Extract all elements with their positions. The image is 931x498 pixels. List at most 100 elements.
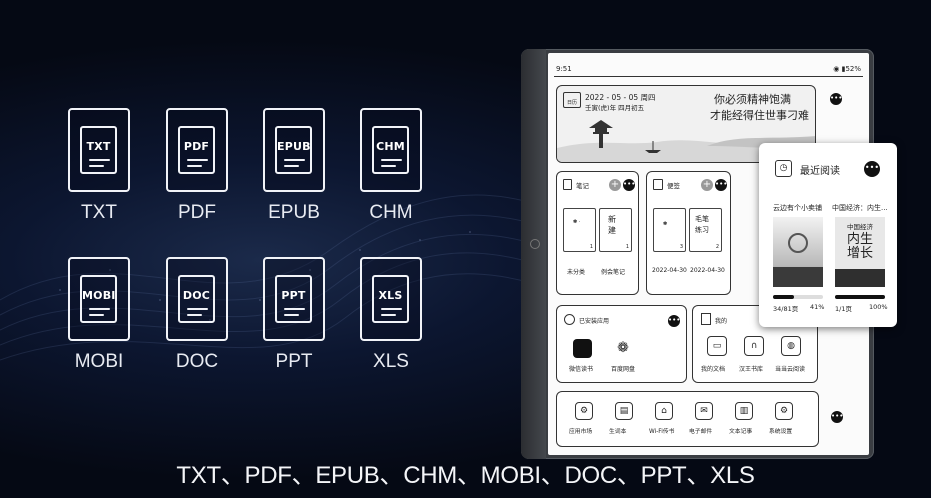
file-icon: MOBI xyxy=(68,257,130,341)
library-icon xyxy=(701,313,711,325)
format-card: XLS XLS xyxy=(358,257,424,373)
apps-icon xyxy=(564,314,575,325)
book-title: 中国经济：内生... xyxy=(832,204,888,212)
book-title: 云边有个小卖铺 xyxy=(773,204,822,212)
file-icon-code: XLS xyxy=(378,289,403,302)
add-memo-button[interactable]: + xyxy=(701,179,713,191)
status-battery: ◉ ▮52% xyxy=(833,65,861,73)
note-label: 未分类 xyxy=(567,269,586,276)
file-icon-code: CHM xyxy=(376,140,405,153)
wechat-read-icon[interactable] xyxy=(573,339,592,358)
documents-icon[interactable]: ▭ xyxy=(707,336,727,356)
notes-more-button[interactable]: ••• xyxy=(623,179,635,191)
bottom-dock: ⚙应用市场▤生词本⌂Wi-Fi传书✉电子邮件▥文本记事⚙系统设置 xyxy=(556,391,819,447)
book-cover[interactable] xyxy=(773,217,823,287)
memo-icon xyxy=(653,179,663,190)
file-icon-code: EPUB xyxy=(277,140,311,153)
email-icon[interactable]: ✉ xyxy=(695,402,713,420)
note-label: 例会笔记 xyxy=(601,269,626,276)
book-percent: 41% xyxy=(810,303,825,311)
app-market-icon[interactable]: ⚙ xyxy=(575,402,593,420)
dangdang-icon[interactable]: ◍ xyxy=(781,336,801,356)
installed-apps-widget[interactable]: 已安装应用 ••• ❁ 微信读书 百度网盘 xyxy=(556,305,687,383)
memo-thumbnail[interactable]: ✽ 3 xyxy=(653,208,686,252)
calendar-lunar: 壬寅(虎)年 四月初五 xyxy=(585,104,645,112)
apps-more-button[interactable]: ••• xyxy=(668,315,680,327)
format-card: TXT TXT xyxy=(66,108,132,224)
recent-reading-title: 最近阅读 xyxy=(800,166,840,177)
ereader-device: 9:51 ◉ ▮52% 日历 2022 - 05 - 05 周四 xyxy=(521,49,874,459)
wifi-icon: ◉ ▮ xyxy=(833,65,846,73)
format-label: XLS xyxy=(373,351,409,372)
memo-label: 2022-04-30 xyxy=(652,267,687,274)
page-button[interactable] xyxy=(530,239,540,249)
reading-progress-bar xyxy=(835,295,885,299)
format-card: PDF PDF xyxy=(164,108,230,224)
settings-icon[interactable]: ⚙ xyxy=(775,402,793,420)
calendar-icon: 日历 xyxy=(563,92,581,108)
notes-widget[interactable]: 笔记 + ••• ✽ · 1 新 建 1 未分类 例会笔记 xyxy=(556,171,639,295)
landscape-illustration xyxy=(557,120,815,162)
notes-title: 笔记 xyxy=(576,182,589,190)
device-screen: 9:51 ◉ ▮52% 日历 2022 - 05 - 05 周四 xyxy=(548,53,869,455)
file-icon-code: DOC xyxy=(182,289,211,302)
calendar-more-button[interactable]: ••• xyxy=(830,93,842,105)
memo-label: 2022-04-30 xyxy=(690,267,725,274)
book-cover[interactable]: 中国经济 内生 增长 xyxy=(835,217,885,287)
add-note-button[interactable]: + xyxy=(609,179,621,191)
format-label: EPUB xyxy=(268,202,320,223)
format-card: CHM CHM xyxy=(358,108,424,224)
file-icon: CHM xyxy=(360,108,422,192)
app-label: 微信读书 xyxy=(569,366,594,373)
notes-icon xyxy=(563,179,572,190)
format-label: TXT xyxy=(81,202,117,223)
format-label: PPT xyxy=(275,351,313,372)
file-icon: TXT xyxy=(68,108,130,192)
supported-formats-caption: TXT、PDF、EPUB、CHM、MOBI、DOC、PPT、XLS xyxy=(176,462,755,489)
format-card: DOC DOC xyxy=(164,257,230,373)
dock-label: 应用市场 xyxy=(569,429,593,435)
dock-label: 文本记事 xyxy=(729,429,753,435)
file-icon-code: PPT xyxy=(281,289,306,302)
device-bezel xyxy=(521,49,546,459)
book-page: 34/81页 xyxy=(773,305,799,313)
format-label: DOC xyxy=(175,351,219,372)
book-percent: 100% xyxy=(869,303,888,311)
file-icon: DOC xyxy=(166,257,228,341)
clock-icon: ◷ xyxy=(775,160,792,177)
file-icon: XLS xyxy=(360,257,422,341)
reading-progress-bar xyxy=(773,295,823,299)
format-label: PDF xyxy=(178,202,216,223)
file-icon-code: MOBI xyxy=(82,289,116,302)
note-thumbnail[interactable]: 新 建 1 xyxy=(599,208,632,252)
file-icon: EPUB xyxy=(263,108,325,192)
baidu-netdisk-icon[interactable]: ❁ xyxy=(617,340,629,356)
status-divider xyxy=(554,76,863,77)
text-note-icon[interactable]: ▥ xyxy=(735,402,753,420)
file-icon-code: TXT xyxy=(86,140,111,153)
dock-label: Wi-Fi传书 xyxy=(649,429,675,435)
wifi-transfer-icon[interactable]: ⌂ xyxy=(655,402,673,420)
note-thumbnail[interactable]: ✽ · 1 xyxy=(563,208,596,252)
format-card: EPUB EPUB xyxy=(261,108,327,224)
bookstore-icon[interactable]: ∩ xyxy=(744,336,764,356)
file-icon-code: PDF xyxy=(183,140,210,153)
library-title: 我的 xyxy=(715,318,728,325)
status-time: 9:51 xyxy=(556,65,572,73)
recent-more-button[interactable]: ••• xyxy=(864,161,880,177)
file-icon: PDF xyxy=(166,108,228,192)
poem-line-2: 才能经得住世事刁难 xyxy=(710,109,809,122)
memo-thumbnail[interactable]: 毛笔 练习 2 xyxy=(689,208,722,252)
format-card: PPT PPT xyxy=(261,257,327,373)
memo-more-button[interactable]: ••• xyxy=(715,179,727,191)
dock-label: 电子邮件 xyxy=(689,429,713,435)
recent-reading-popup[interactable]: ◷ 最近阅读 ••• 云边有个小卖铺 34/81页 41% 中国经济：内生...… xyxy=(759,143,897,327)
dock-label: 系统设置 xyxy=(769,429,793,435)
memo-widget[interactable]: 便签 + ••• ✽ 3 毛笔 练习 2 2022-04-30 2022-04-… xyxy=(646,171,731,295)
vocabulary-icon[interactable]: ▤ xyxy=(615,402,633,420)
format-label: CHM xyxy=(369,202,413,223)
poem-line-1: 你必须精神饱满 xyxy=(714,93,791,106)
dock-more-button[interactable]: ••• xyxy=(831,411,843,423)
apps-title: 已安装应用 xyxy=(579,318,610,325)
